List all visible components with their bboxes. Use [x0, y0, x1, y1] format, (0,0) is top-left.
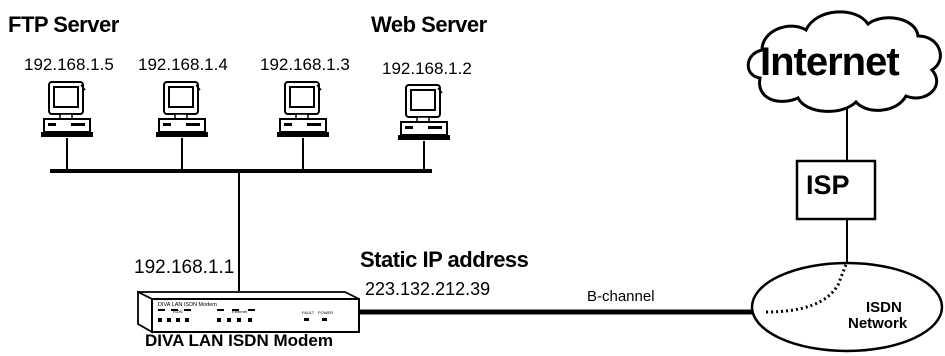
server-ip-label: 192.168.1.2: [382, 59, 472, 78]
isdn-dotted-path: [765, 261, 849, 314]
static-ip-value: 223.132.212.39: [365, 279, 491, 299]
computer-icon: [155, 81, 209, 138]
server-ip-label: 192.168.1.4: [138, 55, 228, 74]
isp-label: ISP: [806, 170, 850, 200]
computer-icon: [276, 81, 330, 138]
modem-isdn-led-label: ISDN: [173, 309, 183, 314]
server-ip-label: 192.168.1.3: [260, 55, 350, 74]
computer-icon: [397, 84, 451, 141]
b-channel-label: B-channel: [587, 288, 655, 305]
internet-cloud: [746, 10, 942, 113]
isdn-label-line1: ISDN: [866, 299, 902, 316]
static-ip-title: Static IP address: [360, 247, 529, 272]
isdn-network-ellipse: [750, 261, 944, 353]
computer-icon: [40, 81, 94, 138]
modem-name-label: DIVA LAN ISDN Modem: [145, 331, 333, 350]
isp-box: [795, 159, 877, 221]
modem-ethernet-led-label: Ethernet: [232, 309, 248, 314]
modem-icon: DIVA LAN ISDN Modem ISDN Ethernet FAULT …: [137, 290, 360, 334]
web-server-title: Web Server: [371, 12, 487, 37]
modem-fault-label: FAULT: [302, 310, 315, 315]
server-ip-label: 192.168.1.5: [24, 55, 114, 74]
modem-power-label: POWER: [318, 310, 333, 315]
ftp-server-title: FTP Server: [8, 12, 119, 37]
isdn-label-line2: Network: [848, 315, 908, 332]
modem-lan-ip: 192.168.1.1: [134, 257, 235, 278]
modem-faceplate-label: DIVA LAN ISDN Modem: [158, 302, 217, 308]
internet-label: Internet: [760, 40, 900, 84]
